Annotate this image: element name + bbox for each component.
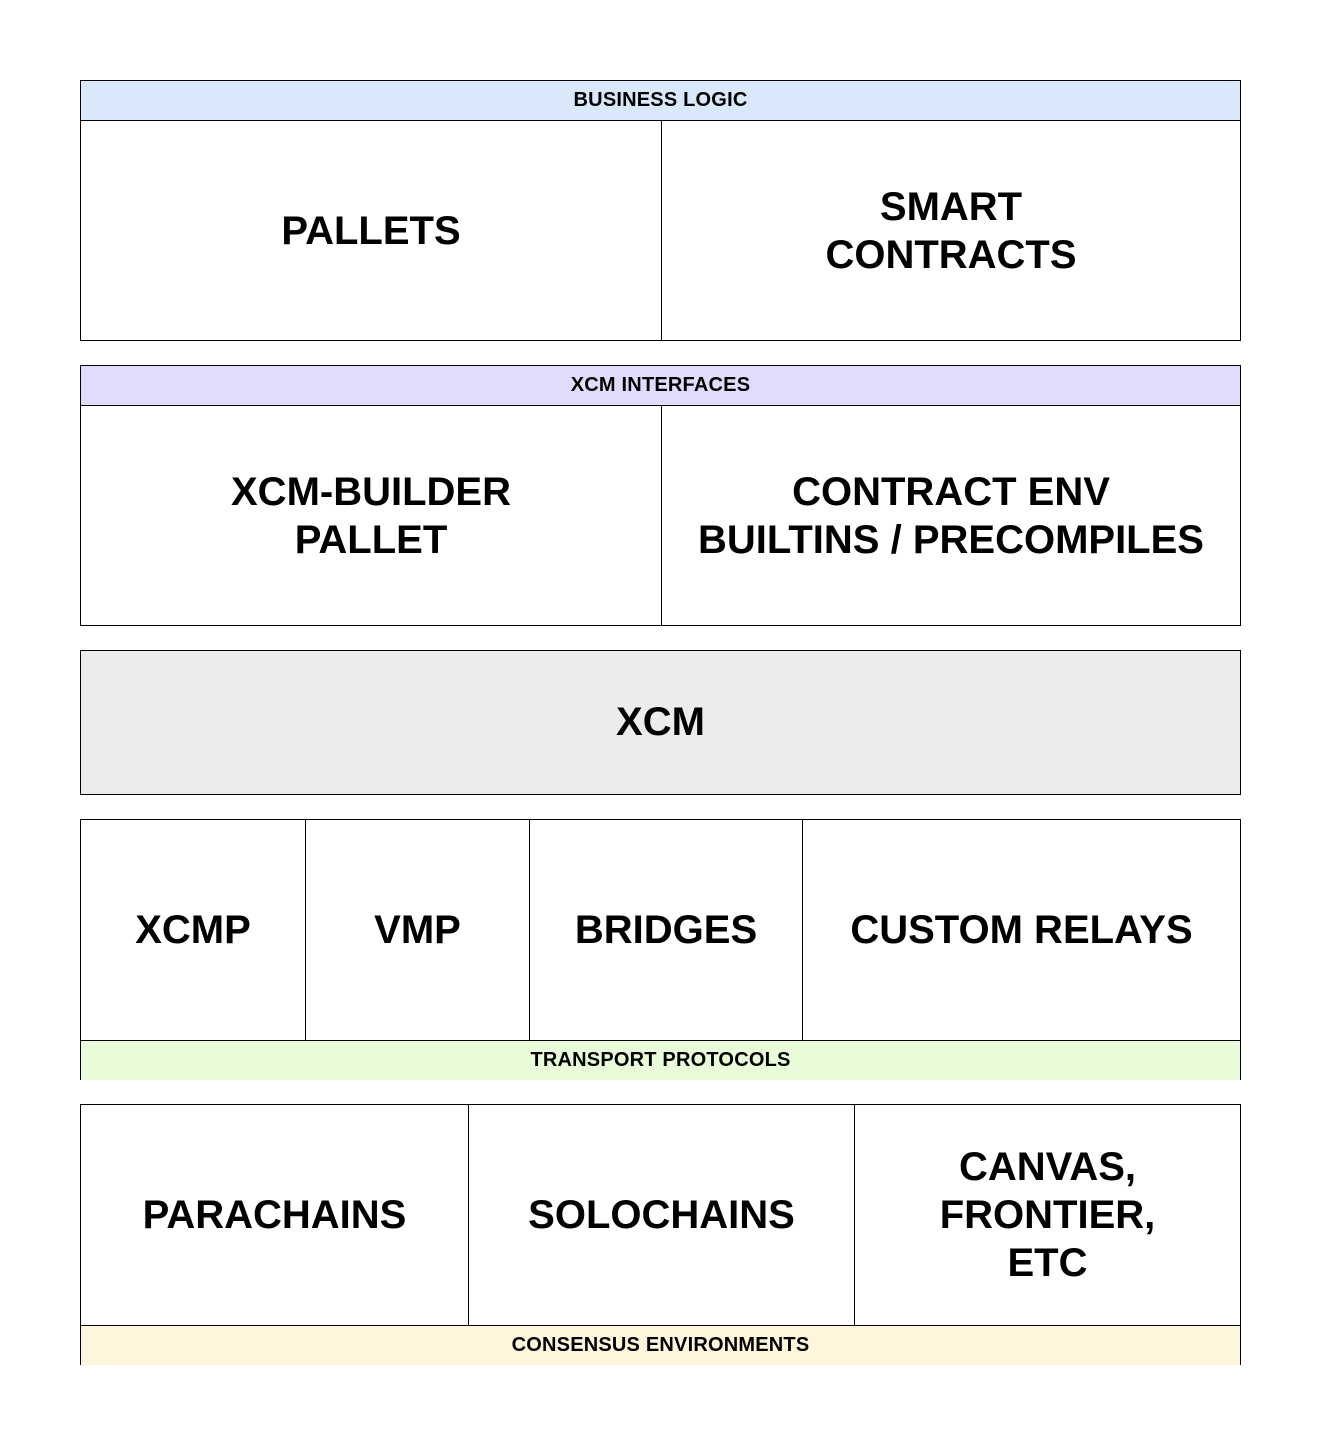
parachains-box: PARACHAINS (142, 1193, 407, 1237)
smart-contracts-box: SMART CONTRACTS (661, 121, 1240, 341)
bridges-box: BRIDGES (529, 820, 802, 1040)
transport-protocols-layer: XCMP VMP BRIDGES CUSTOM RELAYS TRANSPORT… (80, 819, 1241, 1080)
consensus-environments-footer: CONSENSUS ENVIRONMENTS (81, 1325, 1240, 1365)
canvas-frontier-etc-box: CANVAS, FRONTIER, ETC (854, 1105, 1240, 1325)
custom-relays-box: CUSTOM RELAYS (802, 820, 1240, 1040)
vmp-box: VMP (305, 820, 529, 1040)
xcm-builder-pallet-box: XCM-BUILDER PALLET (231, 470, 511, 562)
consensus-environments-layer: PARACHAINS SOLOCHAINS CANVAS, FRONTIER, … (80, 1104, 1241, 1365)
xcm-interfaces-header: XCM INTERFACES (81, 366, 1240, 406)
contract-env-builtins-box: CONTRACT ENV BUILTINS / PRECOMPILES (661, 406, 1240, 626)
solochains-box: SOLOCHAINS (468, 1105, 854, 1325)
business-logic-layer: BUSINESS LOGIC PALLETS SMART CONTRACTS (80, 80, 1241, 341)
xcmp-box: XCMP (135, 908, 251, 952)
transport-protocols-footer: TRANSPORT PROTOCOLS (81, 1040, 1240, 1080)
business-logic-header: BUSINESS LOGIC (81, 81, 1240, 121)
pallets-box: PALLETS (281, 209, 461, 253)
xcm-layer: XCM (80, 650, 1241, 795)
xcm-interfaces-layer: XCM INTERFACES XCM-BUILDER PALLET CONTRA… (80, 365, 1241, 626)
xcm-label: XCM (616, 700, 705, 744)
